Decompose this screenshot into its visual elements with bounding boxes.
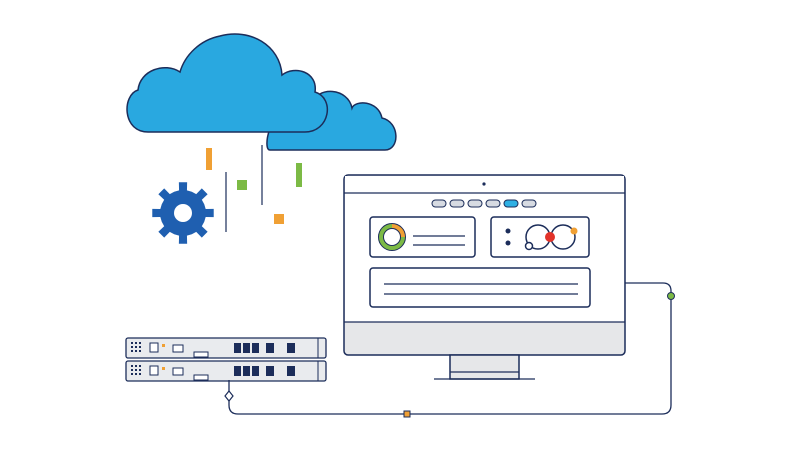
- data-square-orange: [274, 214, 284, 224]
- server-led: [162, 344, 165, 347]
- screen-tab-6: [522, 200, 536, 207]
- connection-node-diamond: [225, 391, 233, 401]
- screen-tab-4: [486, 200, 500, 207]
- server-unit-1: [126, 338, 326, 358]
- server-port: [243, 366, 250, 376]
- connection-node-green: [668, 293, 675, 300]
- screen-tab-5: [504, 200, 518, 207]
- server-port: [243, 343, 250, 353]
- monitor-icon: [344, 175, 625, 379]
- server-port: [234, 366, 241, 376]
- screen-tab-1: [432, 200, 446, 207]
- data-bar-green: [296, 163, 302, 187]
- server-port: [252, 366, 259, 376]
- donut-chart-icon: [379, 224, 406, 251]
- data-bar-orange: [206, 148, 212, 170]
- network-card: [491, 217, 589, 257]
- server-unit-2: [126, 361, 326, 381]
- server-port: [234, 343, 241, 353]
- bullet-1: [506, 229, 511, 234]
- server-rack-icon: [126, 338, 326, 381]
- server-led: [162, 367, 165, 370]
- server-port: [252, 343, 259, 353]
- cloud-front-icon: [127, 34, 327, 132]
- screen-tab-2: [450, 200, 464, 207]
- monitor-stand: [434, 355, 535, 379]
- log-card: [370, 268, 590, 307]
- data-stream: [206, 145, 302, 232]
- webcam-dot: [482, 182, 485, 185]
- data-square-green: [237, 180, 247, 190]
- screen-tab-3: [468, 200, 482, 207]
- bullet-2: [506, 241, 511, 246]
- donut-card: [370, 217, 475, 257]
- connection-node-orange: [404, 411, 410, 417]
- gear-icon: [152, 182, 213, 243]
